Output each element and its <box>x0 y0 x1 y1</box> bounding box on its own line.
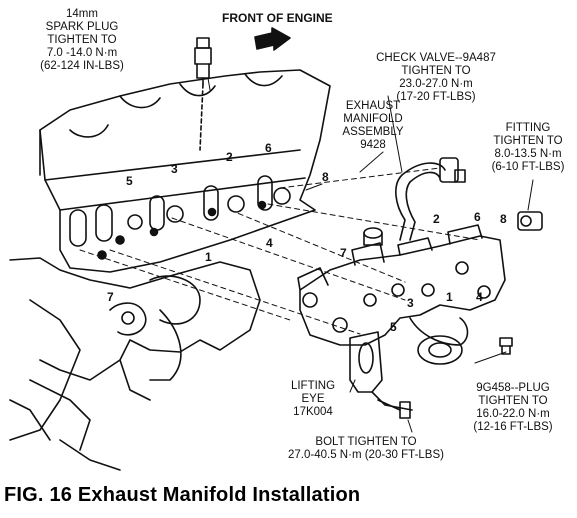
manifold-seq-5: 5 <box>390 320 397 334</box>
plug-callout: 9G458--PLUG TIGHTEN TO 16.0-22.0 N·m (12… <box>452 382 574 434</box>
manifold-seq-8: 8 <box>500 212 507 226</box>
manifold-seq-4: 4 <box>476 290 483 304</box>
manifold-seq-3: 3 <box>407 296 414 310</box>
exhaust-manifold-partno: 9428 <box>360 139 386 151</box>
spark-plug-name: SPARK PLUG <box>45 21 119 33</box>
plug-9g458 <box>499 337 513 355</box>
spark-plug-torque-nm: 7.0 -14.0 N·m <box>46 47 118 59</box>
head-seq-8: 8 <box>322 170 329 184</box>
bolt-callout: BOLT TIGHTEN TO 27.0-40.5 N·m (20-30 FT-… <box>250 436 482 462</box>
bolt-tighten: BOLT TIGHTEN TO <box>315 436 417 448</box>
exhaust-manifold <box>297 157 543 365</box>
fitting-callout: FITTING TIGHTEN TO 8.0-13.5 N·m (6-10 FT… <box>480 122 576 174</box>
plug-name: 9G458--PLUG <box>476 382 550 394</box>
head-seq-1: 1 <box>205 250 212 264</box>
lifting-eye-callout: LIFTING EYE 17K004 <box>282 380 344 419</box>
manifold-seq-7: 7 <box>340 246 347 260</box>
plug-torque-nm: 16.0-22.0 N·m <box>476 408 550 420</box>
check-valve-torque-nm: 23.0-27.0 N·m <box>399 78 473 90</box>
check-valve-callout: CHECK VALVE--9A487 TIGHTEN TO 23.0-27.0 … <box>356 52 516 104</box>
spark-plug-callout: 14mm SPARK PLUG TIGHTEN TO 7.0 -14.0 N·m… <box>20 8 144 73</box>
manifold-seq-1: 1 <box>446 290 453 304</box>
head-seq-7: 7 <box>107 290 114 304</box>
lifting-eye-line2: EYE <box>301 393 325 405</box>
lifting-eye-line1: LIFTING <box>290 380 336 392</box>
fitting-torque-ftlbs: (6-10 FT-LBS) <box>491 161 565 173</box>
spark-plug <box>194 37 212 151</box>
front-of-engine-label: FRONT OF ENGINE <box>222 11 333 25</box>
check-valve-name: CHECK VALVE--9A487 <box>376 52 496 64</box>
head-seq-4: 4 <box>266 236 273 250</box>
spark-plug-torque-inlbs: (62-124 IN-LBS) <box>40 60 124 72</box>
front-arrow <box>254 27 291 51</box>
check-valve-tighten: TIGHTEN TO <box>401 65 471 77</box>
bolt-torque: 27.0-40.5 N·m (20-30 FT-LBS) <box>288 449 444 461</box>
exhaust-manifold-line1: EXHAUST <box>345 100 401 112</box>
plug-torque-ftlbs: (12-16 FT-LBS) <box>473 421 553 433</box>
fitting-name: FITTING <box>505 122 551 134</box>
engine-block <box>9 257 261 471</box>
manifold-seq-6: 6 <box>474 210 481 224</box>
head-seq-2: 2 <box>226 150 233 164</box>
lifting-eye <box>349 331 413 419</box>
exhaust-manifold-callout: EXHAUST MANIFOLD ASSEMBLY 9428 <box>324 100 422 152</box>
spark-plug-size: 14mm <box>66 8 98 20</box>
exhaust-manifold-line3: ASSEMBLY <box>342 126 404 138</box>
head-seq-3: 3 <box>171 162 178 176</box>
manifold-seq-2: 2 <box>433 212 440 226</box>
fitting-tighten: TIGHTEN TO <box>493 135 563 147</box>
exhaust-manifold-line2: MANIFOLD <box>343 113 403 125</box>
spark-plug-tighten: TIGHTEN TO <box>47 34 117 46</box>
head-seq-6: 6 <box>265 141 272 155</box>
head-seq-5: 5 <box>126 174 133 188</box>
leader-lines <box>79 77 534 433</box>
fitting-torque-nm: 8.0-13.5 N·m <box>494 148 562 160</box>
cylinder-head <box>39 69 331 273</box>
plug-tighten: TIGHTEN TO <box>478 395 548 407</box>
check-valve-torque-ftlbs: (17-20 FT-LBS) <box>396 91 476 103</box>
figure-caption: FIG. 16 Exhaust Manifold Installation <box>4 484 361 506</box>
lifting-eye-partno: 17K004 <box>293 406 333 418</box>
